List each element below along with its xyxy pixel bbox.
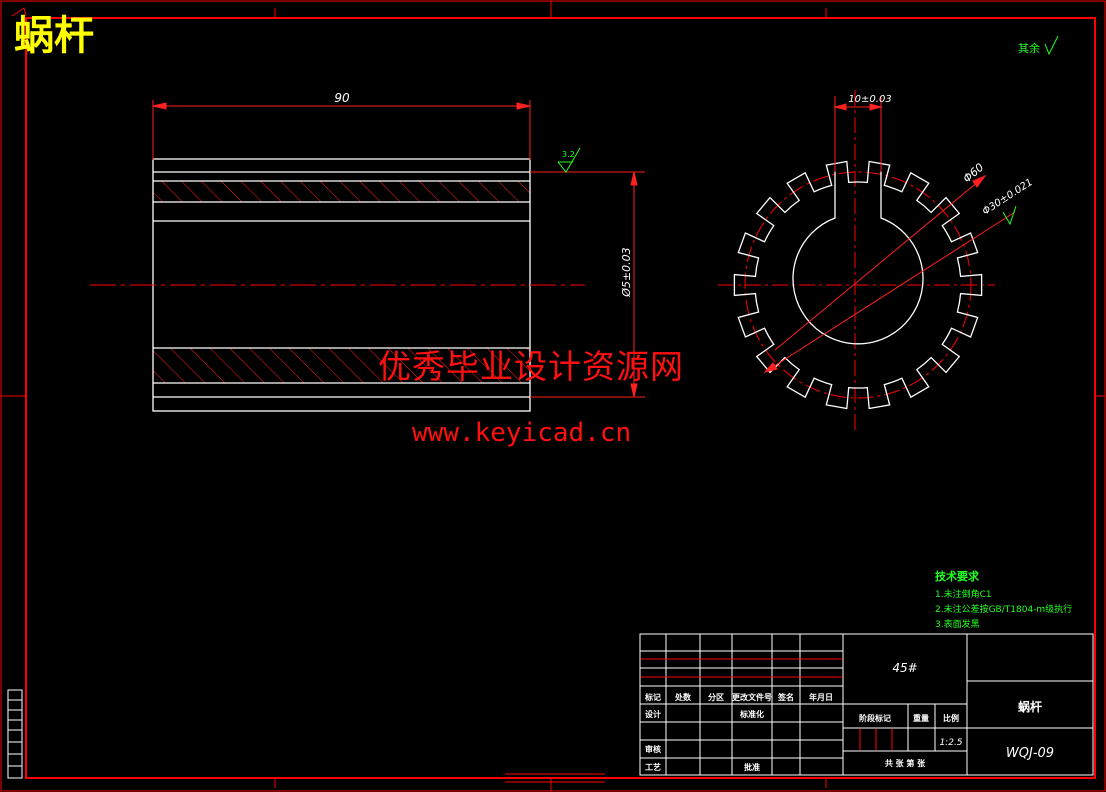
label-stage-mark: 阶段标记 [859,713,891,723]
label-process: 工艺 [645,762,661,772]
label-sheets: 共 张 第 张 [885,758,926,768]
dim-diameter-30: Φ30±0.021 [981,177,1035,218]
roughness-value: 3.2 [562,150,575,159]
other-roughness-label: 其余 [1018,41,1040,55]
front-dimensions [152,100,645,398]
label-zone: 分区 [708,692,724,702]
tech-requirements: 技术要求 1.未注倒角C1 2.未注公差按GB/T1804-m级执行 3.表面发… [935,568,1072,633]
label-design: 设计 [645,709,661,719]
tolerance-mark [1002,205,1017,226]
tech-item: 2.未注公差按GB/T1804-m级执行 [935,605,1073,615]
side-dimensions [763,96,1016,373]
label-review: 审核 [645,744,661,754]
tech-item: 3.表面发黑 [935,620,980,630]
side-view [718,90,995,432]
front-view [90,158,585,412]
drawing-number: WQJ-09 [1006,746,1054,761]
dim-outer-diameter: Ø5±0.03 [620,247,633,297]
dim-keyway: 10±0.03 [848,94,891,105]
roughness-symbol [557,147,581,173]
label-approve: 批准 [744,762,760,772]
title-block [639,633,1094,776]
label-sign: 签名 [777,692,794,702]
title-block-red-cells [641,658,893,750]
title-block-labels: 标记 处数 分区 更改文件号 签名 年月日 设计 标准化 阶段标记 重量 比例 … [644,692,959,772]
label-date: 年月日 [809,692,833,702]
tech-title: 技术要求 [935,570,979,583]
label-weight: 重量 [913,713,929,723]
dim-length: 90 [334,91,350,105]
watermark-line1: 优秀毕业设计资源网 [378,347,684,386]
label-standardize: 标准化 [739,709,764,719]
watermark-line2: www.keyicad.cn [412,418,632,448]
scale: 1:2.5 [939,738,962,748]
other-roughness-symbol [1044,35,1059,56]
label-mark: 标记 [644,692,661,702]
side-strip [7,689,23,779]
tech-item: 1.未注倒角C1 [935,590,992,600]
part-name: 蜗杆 [1018,699,1042,714]
label-change-doc: 更改文件号 [732,692,772,702]
material: 45# [892,661,917,675]
label-ratio: 比例 [943,713,959,723]
label-count: 处数 [674,692,692,702]
drawing-title: 蜗杆 [14,13,94,59]
